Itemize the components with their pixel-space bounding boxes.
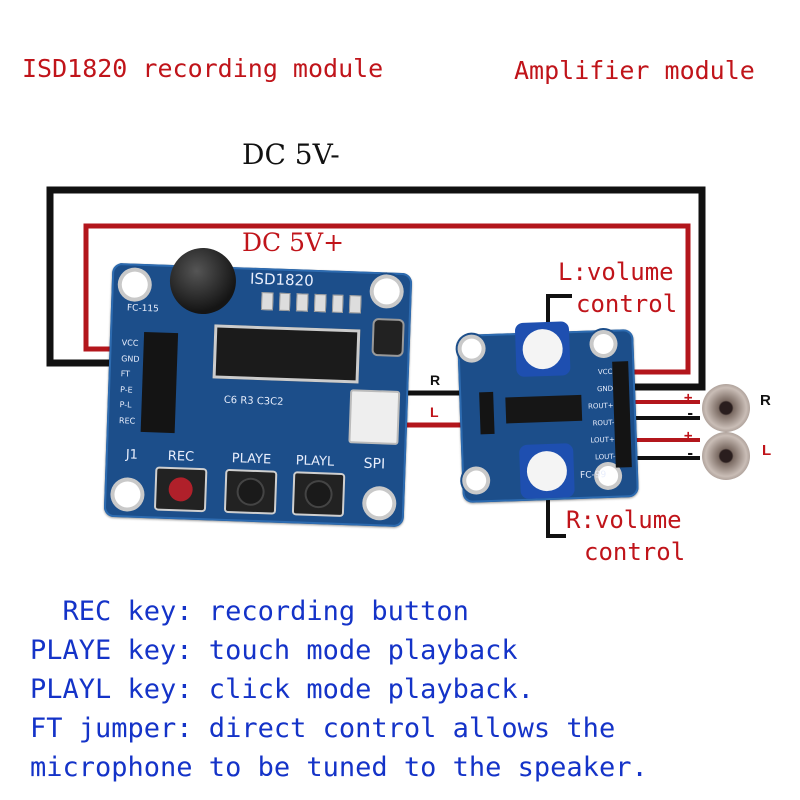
dc-positive-label: DC 5V+	[242, 228, 345, 257]
model-silk-label: FC-115	[126, 303, 159, 315]
pin-label: VCC	[597, 367, 613, 377]
right-volume-label: R:volume control	[566, 504, 685, 568]
left-volume-line2: control	[576, 290, 678, 318]
mount-hole	[465, 470, 487, 491]
pin-label: VCC	[121, 338, 139, 348]
component-silk: C6 R3 C3C2	[223, 394, 284, 408]
pin-label: GND	[596, 384, 614, 394]
pin-label: ROUT+	[587, 401, 614, 411]
playl-silk: PLAYL	[295, 453, 335, 470]
plus-sign: +	[684, 390, 693, 406]
pin-label: LOUT+	[590, 435, 616, 445]
amp-model-silk: FC-99	[579, 470, 607, 481]
pin-label: P-E	[119, 384, 133, 395]
speaker-left-label: L	[762, 442, 772, 459]
mount-hole	[593, 333, 614, 355]
left-volume-label: L:volume control	[558, 256, 677, 320]
speaker-right-icon	[702, 384, 750, 432]
right-volume-line2: control	[584, 538, 686, 566]
resistor-row	[260, 292, 362, 314]
pin-label: FT	[120, 369, 131, 379]
speaker-left-icon	[702, 432, 750, 480]
speaker-right-label: R	[760, 392, 771, 409]
wire-r-label: R	[430, 372, 441, 388]
pin-label: LOUT-	[594, 452, 616, 462]
minus-sign: -	[686, 446, 695, 462]
note-rec-key: REC key: recording button	[30, 596, 469, 627]
right-volume-line1: R:volume	[566, 506, 682, 534]
left-volume-line1: L:volume	[558, 258, 674, 286]
minus-sign: -	[686, 406, 695, 422]
spi-connector	[348, 389, 401, 445]
mount-hole	[121, 271, 149, 299]
note-ft-jumper-cont: microphone to be tuned to the speaker.	[30, 752, 648, 783]
header-silk: J1	[125, 447, 139, 463]
chip-silk-label: ISD1820	[249, 269, 315, 290]
spi-silk: SPI	[363, 455, 386, 473]
rec-silk: REC	[167, 448, 195, 465]
capacitor	[371, 317, 405, 358]
note-playe-key: PLAYE key: touch mode playback	[30, 635, 518, 666]
wire-gnd	[46, 186, 706, 391]
note-playl-key: PLAYL key: click mode playback.	[30, 674, 534, 705]
input-header	[479, 391, 495, 435]
pointer-right-volume	[546, 486, 566, 538]
isd1820-heading: ISD1820 recording module	[22, 54, 384, 83]
isd-ic-chip	[212, 324, 361, 384]
left-volume-pot[interactable]	[514, 321, 571, 378]
dc-negative-label: DC 5V-	[242, 138, 340, 171]
pin-label: GND	[121, 353, 140, 364]
playl-button[interactable]	[291, 471, 346, 518]
plus-sign: +	[684, 428, 693, 444]
mount-hole	[461, 338, 482, 359]
mount-hole	[373, 277, 401, 305]
wire-l-label: L	[430, 404, 439, 420]
mount-hole	[114, 481, 141, 508]
pin-label: REC	[118, 415, 136, 426]
playe-button[interactable]	[223, 468, 278, 515]
rec-button[interactable]	[153, 466, 208, 513]
right-volume-pot[interactable]	[518, 443, 575, 499]
mount-hole	[365, 489, 393, 517]
wire-vcc	[83, 223, 691, 375]
amp-pin-labels: VCC GND ROUT+ ROUT- LOUT+ LOUT-	[582, 364, 616, 467]
pin-label: P-L	[119, 400, 132, 410]
note-ft-jumper: FT jumper: direct control allows the	[30, 713, 616, 744]
playe-silk: PLAYE	[231, 451, 272, 468]
pin-label: ROUT-	[592, 418, 615, 428]
amplifier-board: VCC GND ROUT+ ROUT- LOUT+ LOUT- FC-99	[457, 321, 639, 504]
pin-labels: VCC GND FT P-E P-L REC	[119, 335, 141, 429]
amplifier-heading: Amplifier module	[514, 56, 755, 85]
amp-ic-chip	[505, 394, 583, 424]
isd1820-board: ISD1820 FC-115 VCC GND FT P-E P-L REC C6…	[103, 246, 413, 528]
pin-header	[140, 331, 179, 434]
